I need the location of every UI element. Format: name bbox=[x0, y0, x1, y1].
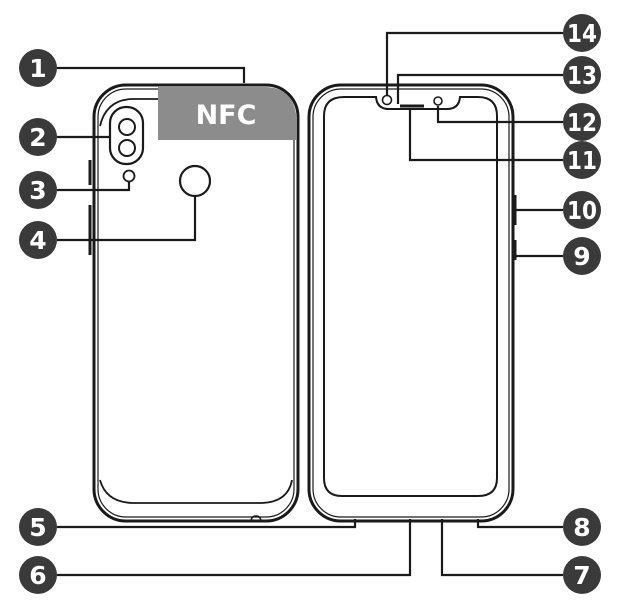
back-inner-body bbox=[97, 88, 295, 518]
callout-14-label: 14 bbox=[567, 19, 597, 48]
front-inner-body bbox=[312, 88, 510, 518]
callout-2-label: 2 bbox=[29, 123, 46, 152]
callout-7: 7 bbox=[563, 556, 601, 594]
screen-with-notch bbox=[323, 96, 498, 497]
callout-1-label: 1 bbox=[29, 54, 46, 83]
callout-badges: 1 2 3 4 5 6 7 8 bbox=[19, 14, 601, 594]
fingerprint-sensor-icon bbox=[178, 164, 212, 198]
camera-lens-bottom-icon bbox=[118, 139, 136, 157]
callout-5: 5 bbox=[19, 508, 57, 546]
camera-lens-top-icon bbox=[118, 118, 136, 136]
leader-1 bbox=[57, 66, 246, 83]
leader-7 bbox=[440, 519, 563, 577]
callout-4-label: 4 bbox=[29, 226, 46, 255]
leader-12 bbox=[436, 106, 563, 124]
leader-6 bbox=[57, 519, 412, 577]
callout-11: 11 bbox=[563, 141, 601, 179]
callout-12-label: 12 bbox=[567, 108, 597, 137]
callout-2: 2 bbox=[19, 118, 57, 156]
callout-5-label: 5 bbox=[29, 513, 46, 542]
bottom-port-back bbox=[250, 515, 262, 523]
callout-3-label: 3 bbox=[29, 176, 46, 205]
nfc-label: NFC bbox=[196, 100, 257, 131]
phone-back bbox=[88, 83, 300, 523]
callout-11-label: 11 bbox=[567, 146, 597, 175]
leader-11 bbox=[408, 108, 563, 162]
leader-3 bbox=[57, 182, 131, 192]
callout-1: 1 bbox=[19, 49, 57, 87]
callout-3: 3 bbox=[19, 171, 57, 209]
leader-14 bbox=[385, 31, 563, 95]
callout-8: 8 bbox=[563, 508, 601, 546]
leader-8 bbox=[476, 519, 563, 529]
callout-4: 4 bbox=[19, 221, 57, 259]
callout-8-label: 8 bbox=[573, 513, 590, 542]
callout-9: 9 bbox=[563, 237, 601, 275]
callout-6: 6 bbox=[19, 556, 57, 594]
back-outer-body bbox=[92, 83, 300, 523]
flash-icon bbox=[122, 169, 136, 183]
phone-front bbox=[307, 83, 517, 523]
nfc-region bbox=[158, 87, 296, 140]
callout-14: 14 bbox=[563, 14, 601, 52]
camera-housing bbox=[108, 105, 145, 166]
leader-13 bbox=[396, 73, 563, 104]
leader-4 bbox=[57, 196, 197, 242]
callout-6-label: 6 bbox=[29, 561, 46, 590]
callout-7-label: 7 bbox=[573, 561, 590, 590]
back-antenna-bottom bbox=[99, 479, 293, 504]
callout-12: 12 bbox=[563, 103, 601, 141]
leader-lines bbox=[57, 31, 563, 577]
callout-13-label: 13 bbox=[567, 61, 597, 90]
callout-9-label: 9 bbox=[573, 242, 590, 271]
front-camera-icon bbox=[381, 94, 393, 106]
sensor-icon bbox=[433, 96, 443, 106]
leader-5 bbox=[57, 519, 357, 529]
callout-10: 10 bbox=[563, 191, 601, 229]
nfc-area: NFC bbox=[158, 87, 296, 140]
callout-13: 13 bbox=[563, 56, 601, 94]
callout-10-label: 10 bbox=[567, 196, 597, 225]
